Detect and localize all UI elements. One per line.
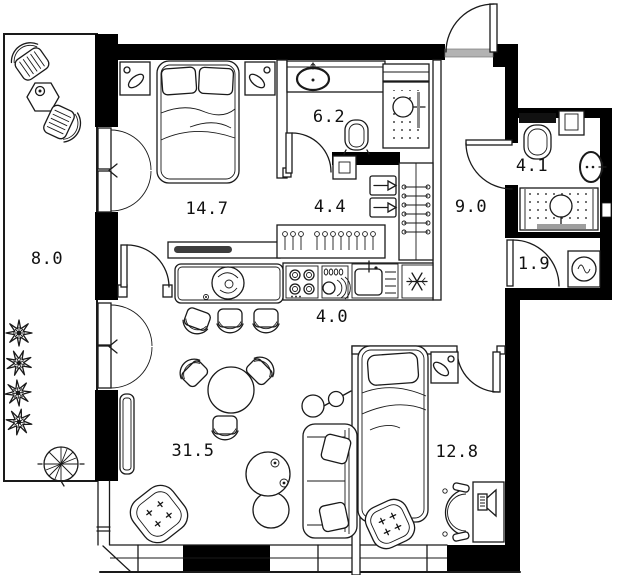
shower-tray (519, 187, 599, 231)
coat-rack (276, 224, 386, 259)
room-area-corridor: 9.0 (455, 197, 487, 217)
tv-icon (119, 393, 135, 475)
nightstand-left (119, 61, 151, 96)
pouf (364, 498, 416, 550)
dish-rack-icon (321, 265, 351, 300)
entry-door (444, 3, 498, 60)
tv-console (167, 241, 281, 259)
kitchen (282, 260, 434, 301)
corner-sink (558, 110, 585, 136)
bedroom2-door (456, 349, 501, 393)
washing-machine-icon (567, 250, 601, 288)
room-area-storage: 1.9 (518, 254, 550, 274)
vanity-sink (286, 60, 386, 93)
balcony-doors-living (97, 302, 153, 389)
double-bed (156, 60, 240, 184)
room-area-living-room: 31.5 (172, 441, 215, 461)
plant-icon (0, 319, 37, 438)
bedroom-second (357, 345, 505, 550)
washbasin-icon (579, 151, 607, 183)
living-room (119, 351, 358, 544)
vent-shaft (332, 155, 357, 180)
toilet-icon (343, 119, 370, 155)
armchair (129, 484, 189, 544)
desk (472, 481, 505, 543)
sink-icon (351, 260, 399, 299)
desk-chair (442, 482, 470, 542)
coffee-tables (245, 451, 291, 529)
shower-icon (382, 63, 430, 149)
bathroom-door (285, 132, 332, 174)
sofa (302, 423, 358, 539)
plant-pot-icon (37, 446, 85, 487)
bathroom-main (286, 60, 430, 155)
room-area-bedroom: 14.7 (186, 199, 229, 219)
bedroom-door (120, 244, 170, 288)
wardrobe-tall (398, 162, 434, 261)
dining-table (174, 263, 284, 339)
nightstand (430, 351, 459, 384)
storage (567, 250, 601, 288)
bedroom-main (119, 60, 281, 259)
stove-icon (285, 265, 319, 299)
single-bed (357, 345, 429, 523)
storage-door (506, 239, 560, 287)
fridge-icon (401, 264, 434, 299)
shower-room-door (465, 139, 513, 190)
toilet-icon (519, 113, 556, 160)
room-area-bedroom-2: 12.8 (436, 442, 479, 462)
monitor-icon (477, 488, 497, 518)
room-area-hallway: 4.4 (314, 197, 346, 217)
round-table (174, 351, 280, 441)
hallway (276, 155, 434, 261)
balcony-doors-bedroom (97, 127, 152, 213)
balcony-chair-1 (5, 36, 53, 84)
room-area-shower-room: 4.1 (516, 156, 548, 176)
room-area-balcony: 8.0 (31, 249, 63, 269)
snowflake-icon (406, 272, 428, 291)
room-area-bathroom: 6.2 (313, 107, 345, 127)
shower-room (519, 110, 607, 231)
nightstand-right (244, 61, 276, 96)
room-area-kitchen: 4.0 (316, 307, 348, 327)
shoe-cabinet-1 (369, 175, 398, 196)
floor-lamp-icon (301, 390, 352, 418)
shoe-cabinet-2 (369, 197, 398, 218)
